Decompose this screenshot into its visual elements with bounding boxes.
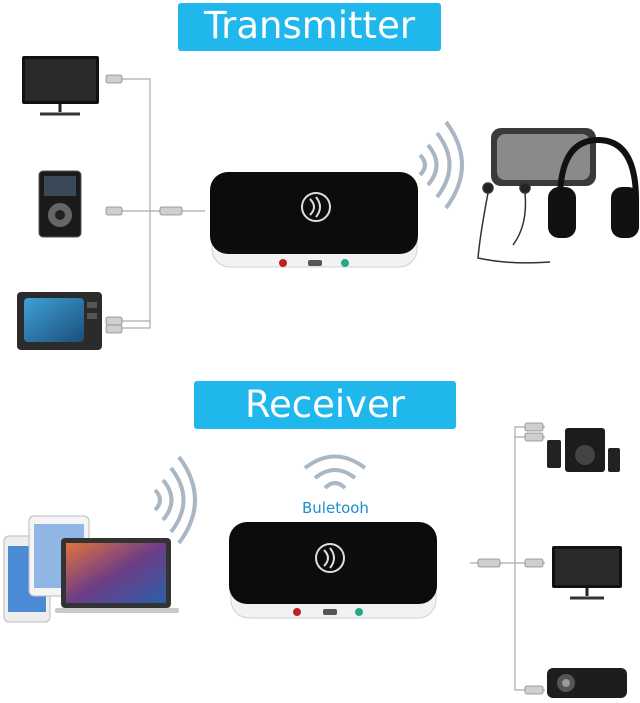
receiver-banner: Receiver bbox=[194, 381, 456, 429]
jack-connectors-right bbox=[477, 422, 544, 695]
audio-cables-right bbox=[470, 426, 545, 691]
crt-tv-icon bbox=[17, 292, 102, 350]
wireless-waves-icon bbox=[418, 120, 464, 210]
audio-cables-left bbox=[106, 78, 205, 329]
monitor-icon bbox=[552, 546, 622, 600]
jack-connectors-left bbox=[105, 74, 183, 334]
speaker-icon bbox=[491, 128, 596, 186]
subwoofer-icon bbox=[547, 428, 620, 472]
mp3-player-icon bbox=[38, 170, 82, 238]
transmitter-banner: Transmitter bbox=[178, 3, 441, 51]
monitor-icon bbox=[22, 56, 99, 116]
bluetooth-label: Buletooh bbox=[302, 499, 369, 517]
bluetooth-adapter-icon bbox=[210, 172, 418, 268]
laptop-icon bbox=[55, 538, 179, 613]
bluetooth-adapter-icon bbox=[229, 522, 437, 619]
earphones-icon bbox=[477, 182, 551, 264]
projector-icon bbox=[547, 668, 627, 698]
wireless-waves-icon bbox=[303, 454, 367, 490]
wireless-waves-icon bbox=[153, 455, 197, 545]
headphones-icon bbox=[548, 136, 639, 238]
